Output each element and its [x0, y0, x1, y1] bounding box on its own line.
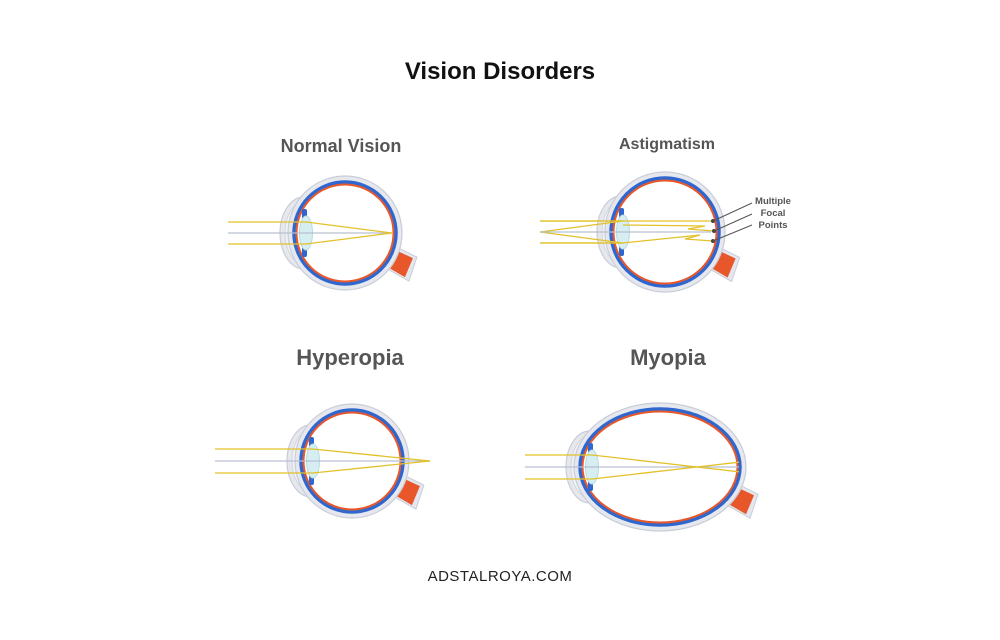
- eye-hyperopia: [215, 403, 431, 519]
- light-ray: [525, 454, 740, 473]
- light-ray: [622, 224, 715, 232]
- label-myopia: Myopia: [630, 345, 706, 370]
- annotation-multiple: Multiple: [755, 196, 791, 207]
- annotation-leader: [712, 224, 753, 242]
- annotation-leader: [713, 213, 753, 232]
- annotation-focal: Focal: [761, 208, 786, 219]
- footer-credit: ADSTALROYA.COM: [427, 568, 573, 585]
- label-normal-vision: Normal Vision: [280, 136, 402, 156]
- eye-astigmatism: [539, 171, 753, 293]
- light-ray: [215, 460, 431, 474]
- label-hyperopia: Hyperopia: [296, 345, 404, 370]
- light-ray: [540, 234, 714, 244]
- light-ray: [228, 232, 393, 245]
- eye-myopia: [525, 402, 759, 532]
- eye-normal-vision: [228, 175, 418, 291]
- annotation-leader: [712, 202, 753, 222]
- light-ray: [228, 221, 393, 234]
- label-astigmatism: Astigmatism: [618, 136, 716, 153]
- light-ray: [525, 461, 740, 480]
- annotation-points: Points: [758, 220, 787, 231]
- diagram-title: Vision Disorders: [404, 58, 596, 85]
- light-ray: [215, 448, 431, 462]
